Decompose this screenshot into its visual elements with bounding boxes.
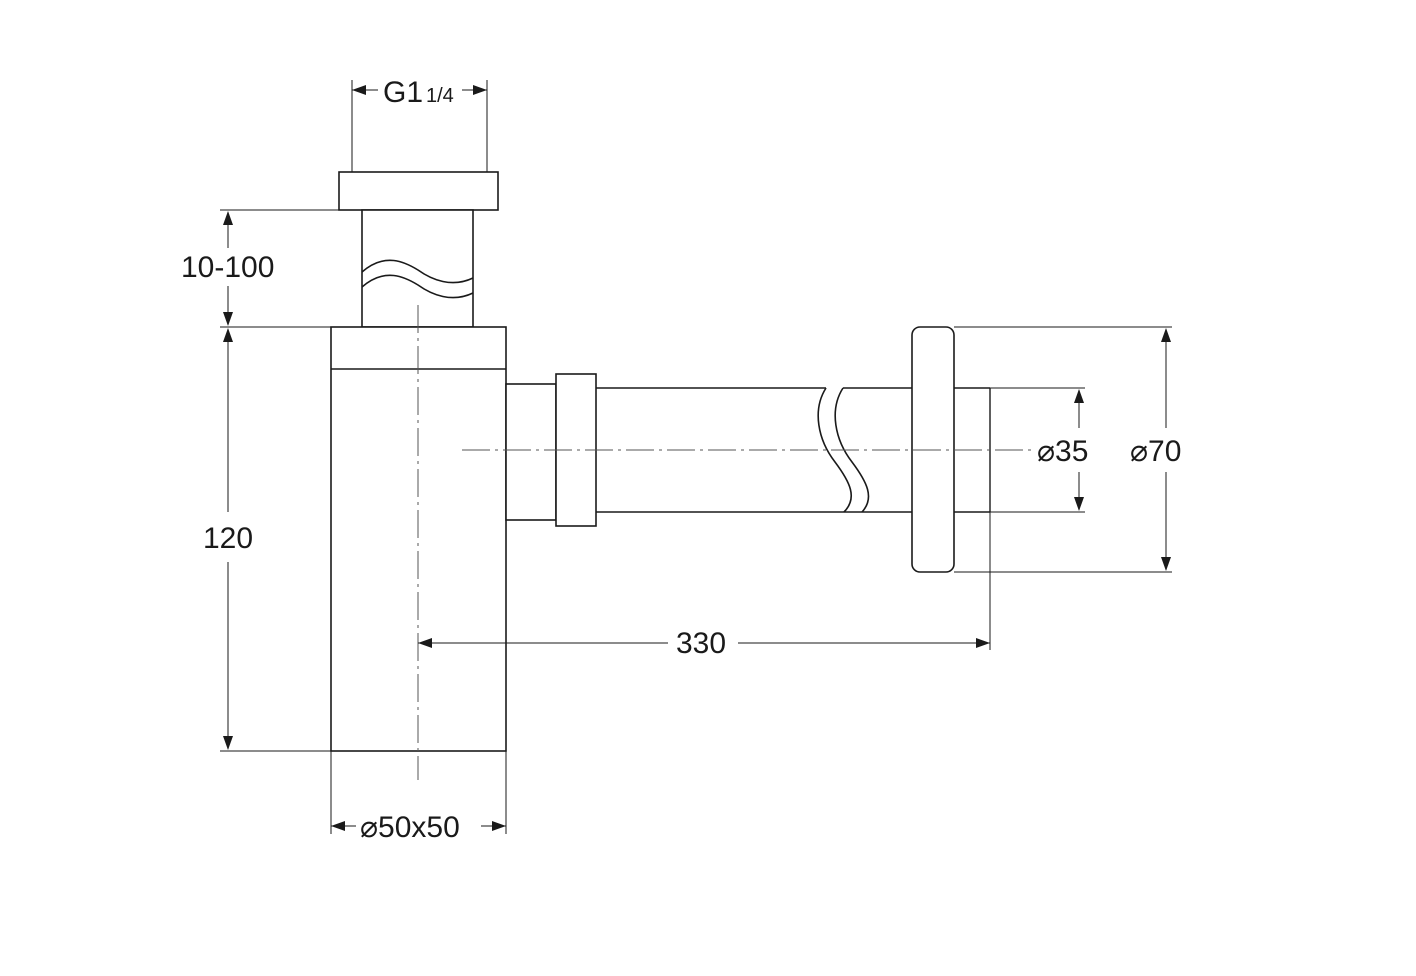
body-height-label: 120 — [203, 522, 253, 555]
thread-fraction-label: 1/4 — [426, 85, 454, 107]
pipe-break-right — [834, 387, 870, 513]
tube-break-lower — [361, 274, 474, 299]
rosette-diameter-label: ⌀70 — [1130, 435, 1181, 468]
outlet-length-label: 330 — [676, 627, 726, 660]
dim-outlet-length: 330 — [418, 512, 991, 660]
dim-rosette-diameter: ⌀70 — [954, 326, 1181, 573]
body-section-label: ⌀50x50 — [360, 811, 460, 844]
tube-break-upper — [361, 259, 474, 284]
dim-body-section: ⌀50x50 — [330, 751, 507, 844]
dim-thread: G1 1/4 — [352, 76, 487, 109]
pipe-break-left — [817, 387, 853, 513]
inlet-connection — [338, 80, 499, 328]
dim-body-height: 120 — [203, 328, 331, 752]
dim-height-adjust: 10-100 — [181, 209, 362, 328]
height-adjust-label: 10-100 — [181, 251, 274, 284]
thread-label: G1 — [383, 76, 423, 109]
dim-pipe-diameter: ⌀35 — [990, 387, 1088, 513]
inlet-cap — [338, 171, 499, 211]
pipe-diameter-label: ⌀35 — [1037, 435, 1088, 468]
